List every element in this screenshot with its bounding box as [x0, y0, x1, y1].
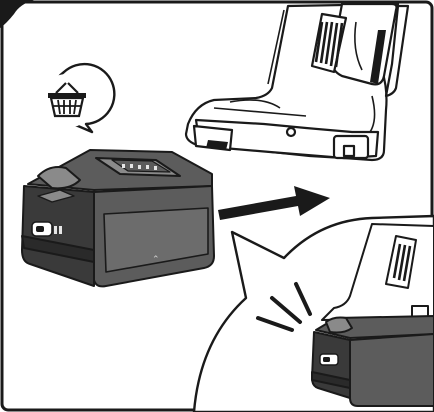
corner-tab — [0, 0, 34, 28]
battery-contacts — [122, 164, 157, 170]
arrow-right-icon — [218, 186, 330, 220]
battery-mark: ⌃ — [152, 255, 160, 265]
grip-ribs — [314, 21, 344, 68]
zoomed-battery — [311, 315, 434, 407]
zoomed-tool — [321, 223, 434, 321]
handle-dark-strip — [206, 30, 386, 150]
handle-detail-lines — [213, 9, 376, 133]
tool-handle — [184, 2, 410, 162]
battery-pack — [21, 149, 215, 288]
battery-charge-indicator — [31, 221, 62, 237]
click-sound-lines-icon — [256, 282, 312, 332]
shopping-basket-icon — [40, 62, 116, 134]
